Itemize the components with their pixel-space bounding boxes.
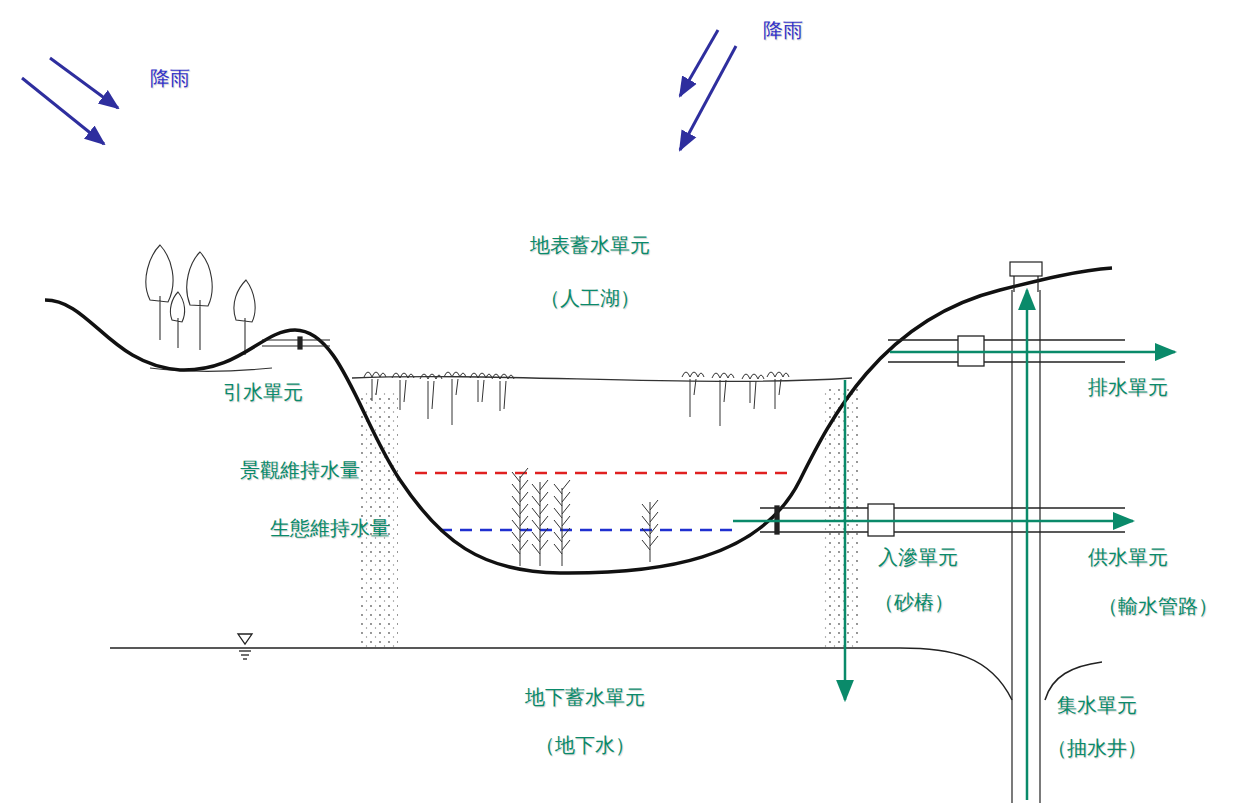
unit-name: 引水單元: [223, 380, 303, 404]
unit-name: 地下蓄水單元: [525, 685, 645, 709]
unit-subname: （地下水）: [535, 733, 635, 757]
landscape-level: [415, 472, 795, 475]
flow-arrows: [733, 290, 1175, 800]
pumping-well: [1010, 262, 1042, 803]
intake-pipe: [262, 337, 330, 349]
unit-subname: （抽水井）: [1047, 736, 1147, 760]
unit-name: 地表蓄水單元: [530, 233, 650, 257]
rain-arrows: [22, 30, 736, 150]
unit-name: 供水單元: [1088, 545, 1168, 569]
ground-profile: [45, 268, 1112, 573]
unit-name: 排水單元: [1088, 375, 1168, 399]
level-name: 景觀維持水量: [240, 458, 360, 482]
unit-name: 入滲單元: [878, 545, 958, 569]
aquatic-plants: [364, 372, 789, 426]
unit-subname: （輸水管路）: [1098, 594, 1218, 618]
unit-subname: （砂樁）: [874, 590, 954, 614]
unit-name: 集水單元: [1057, 693, 1137, 717]
ecology-level: [440, 529, 735, 532]
rain-label: 降雨: [150, 66, 190, 90]
level-name: 生態維持水量: [270, 516, 390, 540]
trees: [146, 245, 255, 355]
submerged-plants: [512, 468, 658, 566]
rain-label: 降雨: [763, 18, 803, 42]
water-table-symbol: [238, 634, 252, 659]
unit-subname: （人工湖）: [540, 286, 640, 310]
